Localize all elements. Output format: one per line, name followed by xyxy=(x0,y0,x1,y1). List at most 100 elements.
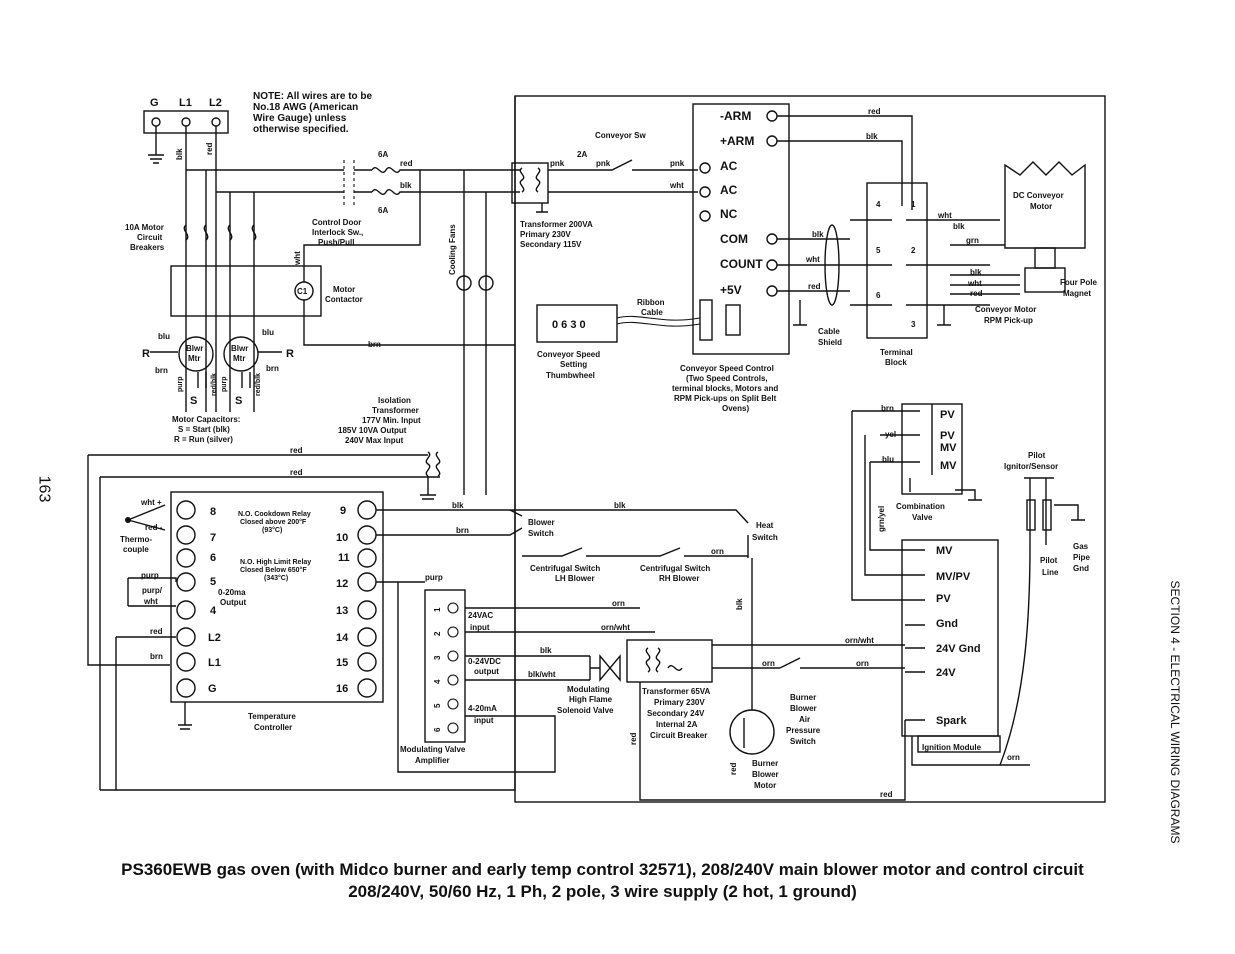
svg-text:Transformer 200VA: Transformer 200VA xyxy=(520,220,593,229)
svg-text:0-20ma: 0-20ma xyxy=(218,588,246,597)
heat-switch: blk Heat Switch xyxy=(614,501,778,558)
svg-text:pnk: pnk xyxy=(596,159,611,168)
transformer-65va: Transformer 65VA Primary 230V Secondary … xyxy=(626,639,713,740)
svg-text:Motor: Motor xyxy=(333,285,355,294)
svg-text:8: 8 xyxy=(210,506,216,518)
svg-text:Wire Gauge) unless: Wire Gauge) unless xyxy=(253,113,347,124)
blower-motors: Blwr Mtr Blwr Mtr blu blu brn brn R R S … xyxy=(142,328,294,407)
svg-text:2A: 2A xyxy=(577,150,587,159)
svg-text:Switch: Switch xyxy=(752,533,778,542)
amplifier-wires xyxy=(397,582,655,773)
svg-text:13: 13 xyxy=(336,605,348,617)
svg-text:red/blk: red/blk xyxy=(211,373,218,396)
svg-text:0-24VDC: 0-24VDC xyxy=(468,657,501,666)
svg-text:(Two Speed Controls,: (Two Speed Controls, xyxy=(686,374,768,383)
conveyor-speed-control: -ARM +ARM AC AC NC COM COUNT +5V Conveyo… xyxy=(672,103,790,413)
svg-text:orn: orn xyxy=(711,547,724,556)
left-return-wires xyxy=(87,455,170,790)
svg-text:Push/Pull: Push/Pull xyxy=(318,238,354,247)
svg-text:24V Gnd: 24V Gnd xyxy=(936,643,981,655)
svg-text:R = Run (silver): R = Run (silver) xyxy=(174,435,233,444)
motor-circuit-breakers: 10A Motor Circuit Breakers xyxy=(125,170,257,412)
svg-text:10A Motor: 10A Motor xyxy=(125,223,164,232)
svg-text:Transformer: Transformer xyxy=(372,406,419,415)
svg-text:5: 5 xyxy=(876,246,881,255)
svg-text:15: 15 xyxy=(336,657,348,669)
svg-text:NC: NC xyxy=(720,207,738,221)
svg-text:Breakers: Breakers xyxy=(130,243,165,252)
svg-text:purp: purp xyxy=(141,571,159,580)
svg-text:Air: Air xyxy=(799,715,810,724)
svg-text:Cooling Fans: Cooling Fans xyxy=(448,224,457,275)
fuses: 6A 6A red blk xyxy=(371,150,520,215)
svg-text:red -: red - xyxy=(145,523,163,532)
svg-text:pnk: pnk xyxy=(550,159,565,168)
svg-text:terminal blocks, Motors and: terminal blocks, Motors and xyxy=(672,384,778,393)
svg-text:Heat: Heat xyxy=(756,521,774,530)
svg-text:Burner: Burner xyxy=(752,759,778,768)
svg-text:Blower: Blower xyxy=(528,518,555,527)
svg-text:16: 16 xyxy=(336,683,348,695)
svg-text:Motor: Motor xyxy=(754,781,776,790)
svg-text:5: 5 xyxy=(210,576,216,588)
svg-text:Modulating Valve: Modulating Valve xyxy=(400,745,466,754)
svg-text:N.O. High Limit Relay: N.O. High Limit Relay xyxy=(240,559,311,566)
svg-text:5: 5 xyxy=(433,703,442,708)
svg-text:177V Min. Input: 177V Min. Input xyxy=(362,416,421,425)
svg-text:Pilot: Pilot xyxy=(1040,556,1058,565)
svg-text:Ignition Module: Ignition Module xyxy=(922,743,982,752)
cable-shield-ellipse xyxy=(824,224,840,306)
rpm-pickup: grn wht blk blk wht red Conveyor Motor R… xyxy=(937,211,1036,325)
svg-text:Interlock Sw.,: Interlock Sw., xyxy=(312,228,363,237)
diagram-caption-line2: 208/240V, 50/60 Hz, 1 Ph, 2 pole, 3 wire… xyxy=(348,882,857,901)
svg-text:brn: brn xyxy=(150,652,163,661)
air-pressure-switch: Burner Blower Air Pressure Switch xyxy=(779,657,821,746)
supply-wire-red: red xyxy=(205,142,214,155)
svg-text:1: 1 xyxy=(911,200,916,209)
supply-terminal-l2: L2 xyxy=(209,97,222,109)
supply-wire-blk: blk xyxy=(175,148,184,160)
svg-text:blk: blk xyxy=(614,501,626,510)
svg-text:red: red xyxy=(970,289,983,298)
feeder-wires xyxy=(186,169,330,193)
svg-text:Contactor: Contactor xyxy=(325,295,363,304)
svg-text:wht: wht xyxy=(669,181,684,190)
svg-text:wht: wht xyxy=(805,255,820,264)
svg-text:+ARM: +ARM xyxy=(720,134,754,148)
svg-text:Pressure: Pressure xyxy=(786,726,821,735)
svg-text:Blwr: Blwr xyxy=(231,344,248,353)
svg-text:MV: MV xyxy=(940,442,957,454)
svg-text:Ribbon: Ribbon xyxy=(637,298,665,307)
svg-text:6: 6 xyxy=(876,291,881,300)
ignition-supply-wires xyxy=(639,644,906,801)
svg-text:Gnd: Gnd xyxy=(936,618,958,630)
page-number: 163 xyxy=(35,475,53,503)
svg-text:6: 6 xyxy=(210,552,216,564)
svg-text:Switch: Switch xyxy=(790,737,816,746)
combination-valve: PV PV MV MV brn yel blu grn/yel Combinat… xyxy=(851,403,982,601)
svg-text:Circuit: Circuit xyxy=(137,233,163,242)
svg-text:2: 2 xyxy=(433,631,442,636)
svg-text:S: S xyxy=(235,395,242,407)
svg-text:Ignitor/Sensor: Ignitor/Sensor xyxy=(1004,462,1058,471)
svg-text:blk: blk xyxy=(866,132,878,141)
svg-text:No.18 AWG (American: No.18 AWG (American xyxy=(253,102,358,113)
svg-text:purp: purp xyxy=(177,376,184,392)
svg-text:2: 2 xyxy=(911,246,916,255)
svg-text:wht +: wht + xyxy=(140,498,162,507)
motor-capacitors-label: Motor Capacitors: S = Start (blk) R = Ru… xyxy=(172,415,240,444)
svg-text:4: 4 xyxy=(876,200,881,209)
svg-text:blk: blk xyxy=(735,598,744,610)
svg-text:Burner: Burner xyxy=(790,693,816,702)
svg-text:(343°C): (343°C) xyxy=(264,574,288,582)
svg-text:red: red xyxy=(729,762,738,775)
svg-text:Thumbwheel: Thumbwheel xyxy=(546,371,595,380)
wire-gauge-note: NOTE: All wires are to be No.18 AWG (Ame… xyxy=(253,91,373,135)
fuse-rating-bottom: 6A xyxy=(378,206,388,215)
svg-text:+5V: +5V xyxy=(720,283,742,297)
svg-text:Motor Capacitors:: Motor Capacitors: xyxy=(172,415,240,424)
svg-text:Switch: Switch xyxy=(528,529,554,538)
svg-text:Line: Line xyxy=(1042,568,1059,577)
svg-text:11: 11 xyxy=(338,552,350,564)
